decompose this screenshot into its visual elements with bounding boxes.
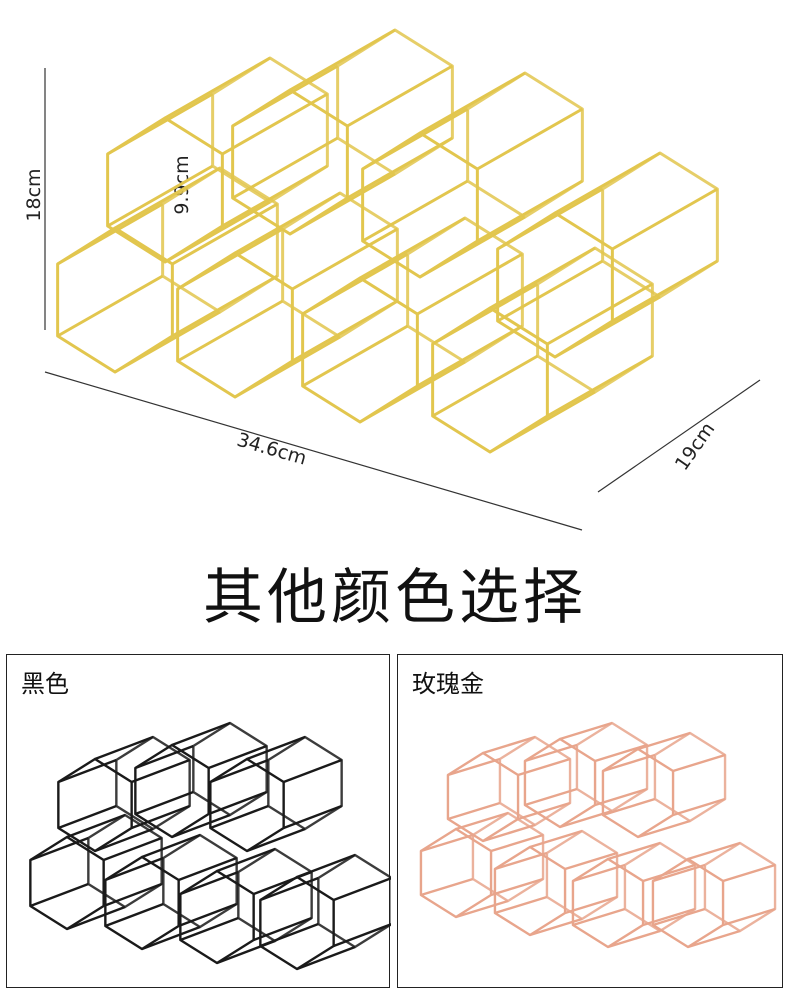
rack-cell [571,841,697,949]
rack-cell [134,721,268,839]
depth-label: 19cm [671,418,720,474]
gold-rack-wireframe [56,28,719,454]
variant-panel-rose-gold: 玫瑰金 [397,654,783,988]
dimension-lines [44,68,761,531]
rack-cell [431,246,654,454]
rack-cell [106,56,329,264]
black-rack-illustration [29,721,391,971]
rack-cell [231,28,454,236]
rack-cell [496,151,719,359]
rack-cell [361,71,584,279]
rack-cell [446,735,572,843]
height-label: 18cm [23,168,45,221]
section-title: 其他颜色选择 [203,563,587,633]
rose-gold-rack-wireframe [419,721,777,949]
gold-wine-rack-illustration: 18cm 9.9cm 34.6cm 19cm [23,28,761,531]
rose-gold-rack-illustration [419,721,777,949]
rack-cell [104,833,238,951]
variant-label-rose-gold: 玫瑰金 [412,670,484,698]
rack-cell [209,735,343,853]
length-label: 34.6cm [234,429,309,470]
rack-cell [259,853,391,971]
variant-label-black: 黑色 [21,670,69,698]
rack-cell [56,166,279,374]
rack-cell [601,731,727,839]
black-rack-wireframe [29,721,391,971]
rack-cell [301,216,524,424]
variant-panel-black: 黑色 [6,654,391,988]
rack-cell [176,191,399,399]
rack-cell [419,811,545,919]
rack-cell [179,847,313,965]
rack-cell [493,829,619,937]
rack-cell [651,841,777,949]
rack-cell [29,813,163,931]
